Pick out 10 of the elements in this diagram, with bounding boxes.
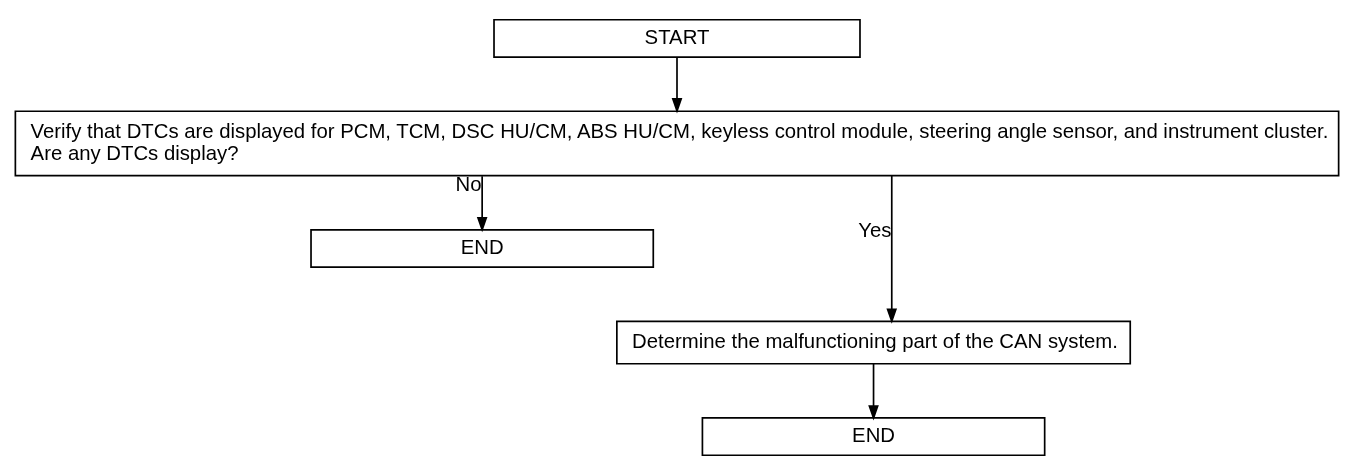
- arrow: [886, 175, 898, 324]
- node-box: END: [701, 417, 1046, 457]
- arrow: [671, 56, 683, 114]
- node-box: Determine the malfunctioning part of the CAN system.: [616, 320, 1132, 365]
- edge-label: Yes: [858, 218, 892, 241]
- arrow: [868, 363, 879, 421]
- arrow: [476, 175, 488, 233]
- node-box: END: [310, 229, 655, 268]
- node-box: START: [493, 18, 861, 58]
- node-box: Verify that DTCs are displayed for PCM, TCM, DSC HU/CM, ABS HU/CM, keyless control module, steering angle sensor, and instrument cluster. Are any DTCs display?: [14, 110, 1340, 177]
